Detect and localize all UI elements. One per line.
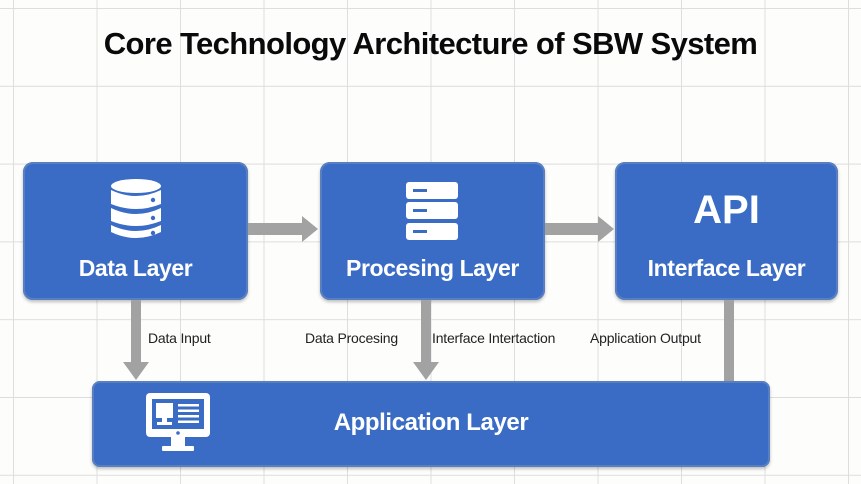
arrow-processing-to-interface — [545, 216, 614, 242]
label-data-input: Data Input — [148, 330, 211, 346]
application-layer-label: Application Layer — [333, 409, 529, 436]
diagram-title: Core Technology Architecture of SBW Syst… — [103, 26, 758, 61]
data-layer-box: Data Layer — [23, 162, 248, 300]
label-application-output: Application Output — [590, 330, 701, 346]
processing-layer-label: Procesing Layer — [346, 255, 519, 281]
interface-layer-label: Interface Layer — [647, 255, 806, 281]
arrow-data-to-application — [123, 300, 149, 380]
line-interface-to-application — [724, 300, 734, 382]
server-icon — [406, 182, 458, 240]
database-icon — [111, 179, 161, 238]
arrow-processing-to-application — [413, 300, 439, 380]
application-layer-box: Application Layer — [92, 381, 770, 467]
interface-layer-box: API Interface Layer — [615, 162, 838, 300]
monitor-icon — [146, 393, 210, 451]
api-badge: API — [693, 188, 760, 232]
processing-layer-box: Procesing Layer — [320, 162, 545, 300]
label-interface-interaction: Interface Intertaction — [432, 330, 556, 346]
arrow-data-to-processing — [248, 216, 318, 242]
data-layer-label: Data Layer — [78, 255, 193, 281]
label-data-processing: Data Procesing — [305, 330, 398, 346]
